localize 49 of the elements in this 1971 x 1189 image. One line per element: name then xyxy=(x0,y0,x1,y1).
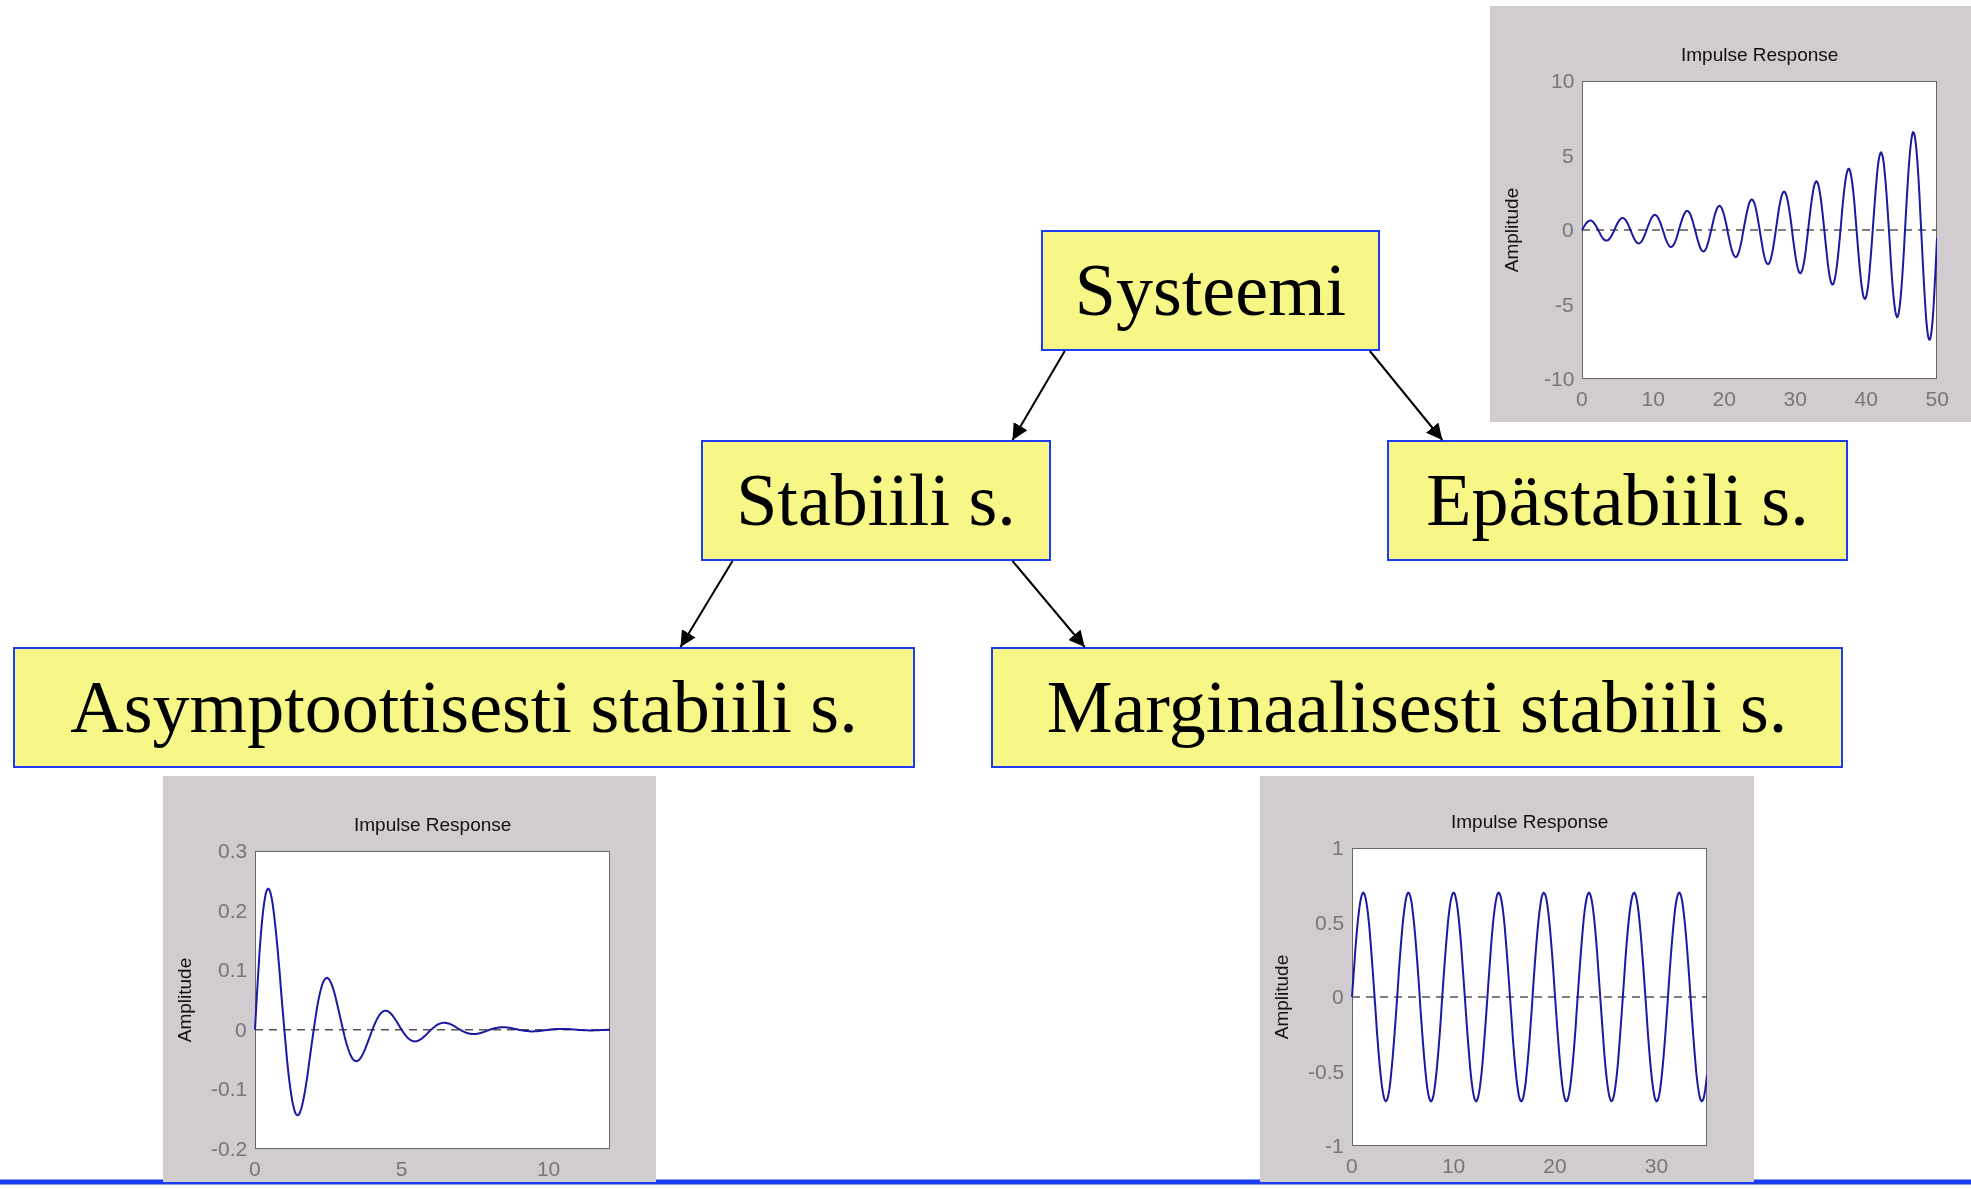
tick-label: 0 xyxy=(1346,1154,1358,1178)
category-box xyxy=(1387,440,1848,561)
tick-label: 1 xyxy=(1332,836,1344,860)
arrow xyxy=(1011,350,1066,441)
tick-label: -0.2 xyxy=(211,1137,248,1161)
tick-label: -10 xyxy=(1544,367,1575,391)
axis-label: Amplitude xyxy=(1270,954,1293,1040)
chart-title: Impulse Response xyxy=(354,814,512,836)
arrow xyxy=(1011,560,1086,648)
category-box xyxy=(701,440,1051,561)
tick-label: 20 xyxy=(1712,387,1736,411)
tick-label: 10 xyxy=(1441,1154,1466,1178)
tick-label: 10 xyxy=(1641,387,1665,411)
tick-label: 10 xyxy=(536,1157,561,1181)
tick-label: 30 xyxy=(1783,387,1807,411)
tick-label: 0.3 xyxy=(218,839,248,863)
tick-label: 0.5 xyxy=(1315,910,1345,935)
tick-label: 0 xyxy=(249,1157,261,1181)
box-label: Systeemi xyxy=(1074,248,1347,333)
tick-label: 0 xyxy=(1332,985,1344,1009)
axis-label: Amplitude xyxy=(1500,187,1523,273)
tick-label: 0 xyxy=(1562,218,1574,242)
tick-label: 20 xyxy=(1543,1154,1567,1178)
axis-label: Amplitude xyxy=(173,957,196,1043)
tick-label: 0.2 xyxy=(218,898,248,923)
tick-label: 0 xyxy=(1576,387,1588,411)
arrow xyxy=(1368,350,1444,441)
tick-label: -0.5 xyxy=(1308,1059,1345,1084)
tick-label: 10 xyxy=(1551,69,1575,93)
tick-label: -5 xyxy=(1555,292,1574,317)
tick-label: 40 xyxy=(1854,387,1878,411)
chart-title: Impulse Response xyxy=(1681,44,1839,66)
category-box xyxy=(1041,230,1380,351)
tick-label: -1 xyxy=(1325,1134,1344,1158)
box-label: Asymptoottisesti stabiili s. xyxy=(70,665,858,750)
chart-title: Impulse Response xyxy=(1451,811,1609,833)
tick-label: 30 xyxy=(1644,1154,1669,1178)
arrow xyxy=(679,560,734,648)
tick-label: 5 xyxy=(1562,143,1574,168)
tick-label: 0.1 xyxy=(218,958,248,983)
tick-label: -0.1 xyxy=(211,1077,248,1102)
box-label: Epästabiili s. xyxy=(1426,458,1809,543)
box-label: Marginaalisesti stabiili s. xyxy=(1046,665,1788,750)
tick-label: 0 xyxy=(235,1017,247,1042)
box-label: Stabiili s. xyxy=(736,458,1016,543)
category-box xyxy=(991,647,1843,768)
tick-label: 5 xyxy=(395,1157,408,1181)
category-box xyxy=(13,647,915,768)
tick-label: 50 xyxy=(1925,387,1949,411)
